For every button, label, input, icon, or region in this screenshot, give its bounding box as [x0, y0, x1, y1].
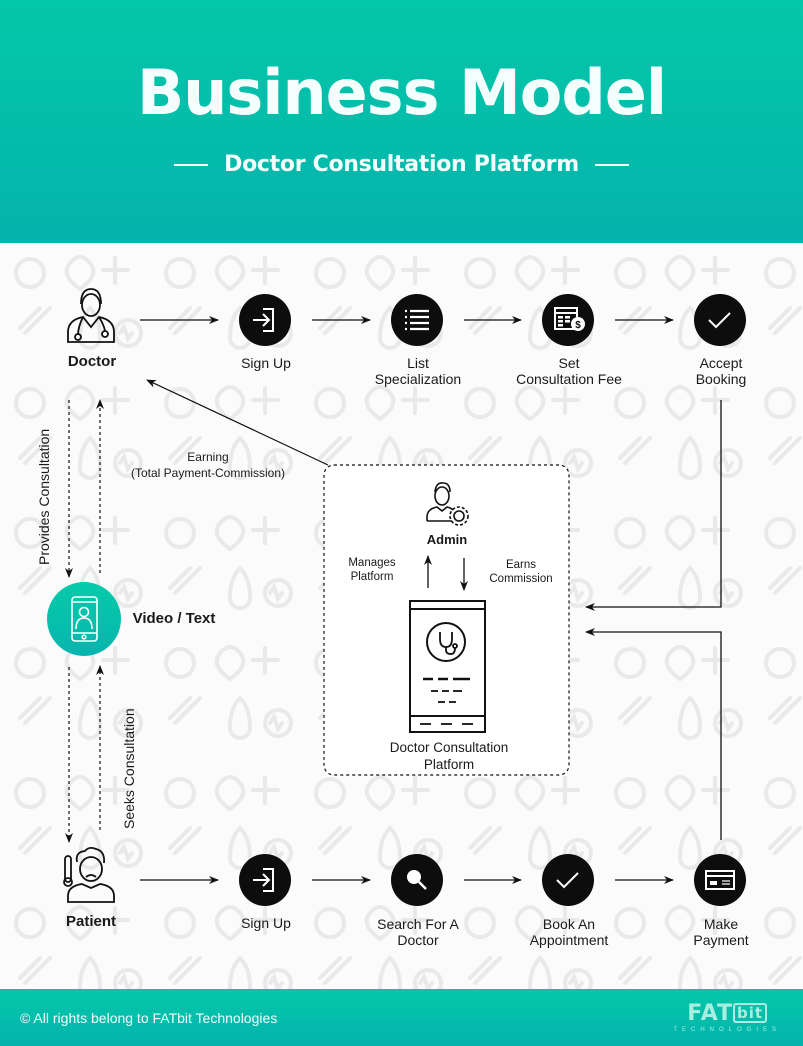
connector-accept-to-platform	[585, 400, 722, 611]
label-line: Appointment	[529, 932, 609, 948]
label-line: Search For A	[377, 916, 459, 932]
admin-label: Admin	[426, 532, 468, 547]
label-line: Platform	[350, 571, 394, 583]
seeks-consultation-label: Seeks Consultation	[121, 708, 137, 829]
label-line: Commission	[489, 573, 553, 585]
search-icon	[407, 870, 427, 890]
subtitle-rule-right	[594, 163, 629, 166]
label-line: Manages	[348, 557, 396, 569]
channel-label: Video / Text	[132, 610, 216, 627]
label-line: Accept	[699, 355, 743, 371]
stethoscope-icon	[439, 632, 458, 655]
label-line: Doctor Consultation	[389, 740, 509, 755]
label-line: Doctor	[397, 932, 439, 948]
label-line: Earns	[505, 559, 537, 571]
doctor-label: Doctor	[67, 353, 117, 370]
label-line: Booking	[695, 371, 747, 387]
sign-in-icon	[253, 308, 274, 332]
page-subtitle: Doctor Consultation Platform	[224, 152, 579, 177]
step-circle-make-payment	[694, 854, 746, 906]
label-line: Payment	[693, 932, 749, 948]
earning-line: Earning	[187, 450, 229, 464]
doctor-step-label: Sign Up	[241, 355, 291, 371]
list-icon	[405, 309, 429, 331]
label-line: List	[407, 355, 429, 371]
footer: © All rights belong to FATbit Technologi…	[0, 989, 803, 1046]
step-circle-list-specialization	[391, 294, 443, 346]
fee-table-icon: $	[554, 307, 585, 331]
logo-subtitle: TECHNOLOGIES	[673, 1027, 781, 1033]
channel-circle	[47, 582, 121, 656]
credit-card-icon	[705, 870, 735, 890]
doctor-icon	[67, 288, 115, 343]
label-line: Specialization	[374, 371, 462, 387]
label-line: Make	[703, 916, 739, 932]
provides-consultation-label: Provides Consultation	[36, 428, 52, 565]
label-line: Book An	[542, 916, 596, 932]
svg-text:$: $	[575, 320, 581, 331]
label-line: Set	[558, 355, 580, 371]
earning-formula: (Total Payment-Commission)	[130, 466, 286, 480]
patient-step-label: Sign Up	[241, 915, 291, 931]
label-line: Consultation Fee	[516, 371, 622, 387]
step-circle-set-fee: $	[542, 294, 594, 346]
connector-payment-to-platform	[585, 628, 722, 840]
step-circle-search-doctor	[391, 854, 443, 906]
step-circle-patient-signup	[239, 854, 291, 906]
checkmark-icon	[708, 312, 731, 329]
copyright-text: © All rights belong to FATbit Technologi…	[20, 1010, 278, 1026]
logo-main: FAT	[687, 1001, 734, 1026]
step-circle-doctor-signup	[239, 294, 291, 346]
checkmark-icon	[556, 872, 579, 889]
step-circle-accept-booking	[694, 294, 746, 346]
sign-in-icon	[253, 868, 274, 892]
subtitle-row: Doctor Consultation Platform	[0, 152, 803, 177]
sick-patient-icon	[63, 846, 115, 903]
subtitle-rule-left	[174, 163, 209, 166]
arrow-earning-to-doctor	[146, 379, 329, 466]
platform-phone-icon	[409, 600, 486, 733]
step-circle-book-appointment	[542, 854, 594, 906]
logo-bit: bit	[733, 1003, 768, 1023]
mobile-video-call-icon	[71, 596, 98, 642]
label-line: Platform	[423, 757, 475, 772]
header-banner: Business Model Doctor Consultation Platf…	[0, 0, 803, 243]
page-title: Business Model	[136, 56, 667, 129]
earning-label: Earning (Total Payment-Commission)	[131, 449, 285, 481]
admin-icon	[426, 482, 469, 526]
platform-box	[323, 464, 570, 776]
patient-label: Patient	[65, 913, 117, 930]
